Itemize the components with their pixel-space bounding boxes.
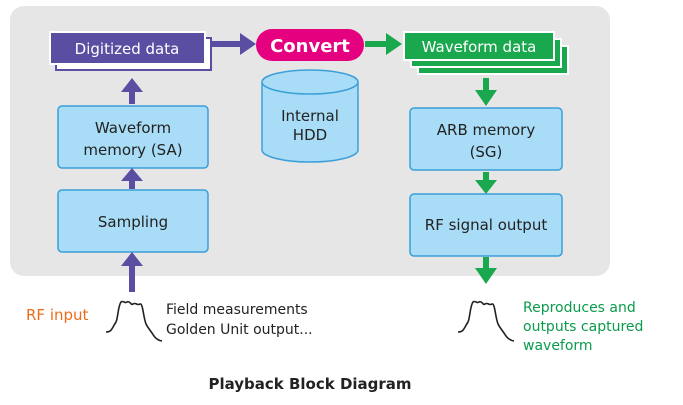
reproduces-line-2: outputs captured (523, 319, 643, 335)
waveform-memory-line-1: Waveform (95, 119, 171, 137)
convert-block: Convert (256, 29, 364, 61)
reproduces-line-3: waveform (523, 338, 593, 354)
arrow-to-convert (212, 33, 256, 55)
green-arrow-to-arb-memory (475, 78, 497, 106)
purple-arrow-to-digitized (121, 78, 143, 104)
arb-memory-line-2: (SG) (470, 143, 503, 161)
internal-hdd-line-1: Internal (281, 107, 339, 125)
sampling-label: Sampling (98, 213, 168, 231)
internal-hdd-line-2: HDD (293, 126, 327, 144)
arb-memory-box: ARB memory (SG) (409, 107, 563, 171)
waveform-memory-line-2: memory (SA) (83, 141, 182, 159)
purple-arrow-rf-input (121, 252, 143, 292)
waveform-memory-box: Waveform memory (SA) (57, 105, 209, 169)
waveform-data-block: Waveform data (403, 31, 569, 75)
sampling-box: Sampling (57, 189, 209, 253)
digitized-data-block: Digitized data (49, 31, 212, 71)
internal-hdd-cylinder: Internal HDD (261, 69, 359, 163)
output-waveform-icon (457, 300, 515, 342)
convert-label: Convert (270, 36, 350, 57)
rf-signal-output-label: RF signal output (425, 216, 548, 234)
green-arrow-to-rf-output (475, 172, 497, 194)
arrow-to-waveform-data (365, 33, 402, 55)
rf-input-label: RF input (26, 306, 89, 324)
input-waveform-icon (105, 300, 163, 342)
purple-arrow-to-waveform-memory (121, 168, 143, 189)
digitized-data-label: Digitized data (75, 40, 180, 58)
waveform-data-label: Waveform data (422, 38, 537, 56)
diagram-caption: Playback Block Diagram (208, 375, 411, 393)
arb-memory-line-1: ARB memory (437, 121, 536, 139)
reproduces-line-1: Reproduces and (523, 300, 636, 316)
field-notes-line-1: Field measurements (166, 302, 308, 318)
field-notes-line-2: Golden Unit output... (166, 322, 313, 338)
green-arrow-output (475, 257, 497, 284)
rf-signal-output-box: RF signal output (409, 193, 563, 257)
